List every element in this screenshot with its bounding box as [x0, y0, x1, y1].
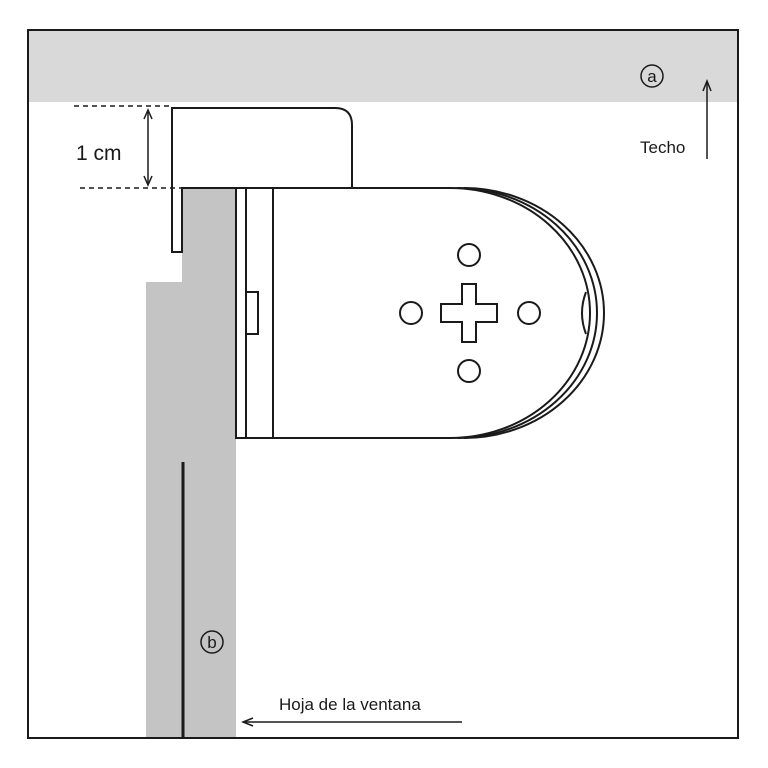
window-sash-profile-upper [182, 188, 236, 252]
ceiling-label: Techo [640, 138, 685, 157]
callout-b-circle [200, 630, 224, 654]
ceiling-arrow [702, 78, 712, 159]
ceiling-band [29, 31, 737, 102]
window-sash-label: Hoja de la ventana [279, 695, 421, 714]
callout-b: b [207, 633, 216, 652]
screw-hole-left [399, 301, 423, 325]
callout-a: a [647, 67, 657, 86]
cross-mounting-slot [440, 283, 498, 343]
callout-a-circle [640, 64, 664, 88]
screw-hole-bottom [457, 359, 481, 383]
window-sash-arrow [240, 717, 462, 727]
dimension-arrow [143, 108, 153, 187]
screw-hole-right [517, 301, 541, 325]
dimension-label: 1 cm [76, 142, 122, 165]
window-sash-profile [146, 252, 236, 737]
screw-hole-top [457, 243, 481, 267]
